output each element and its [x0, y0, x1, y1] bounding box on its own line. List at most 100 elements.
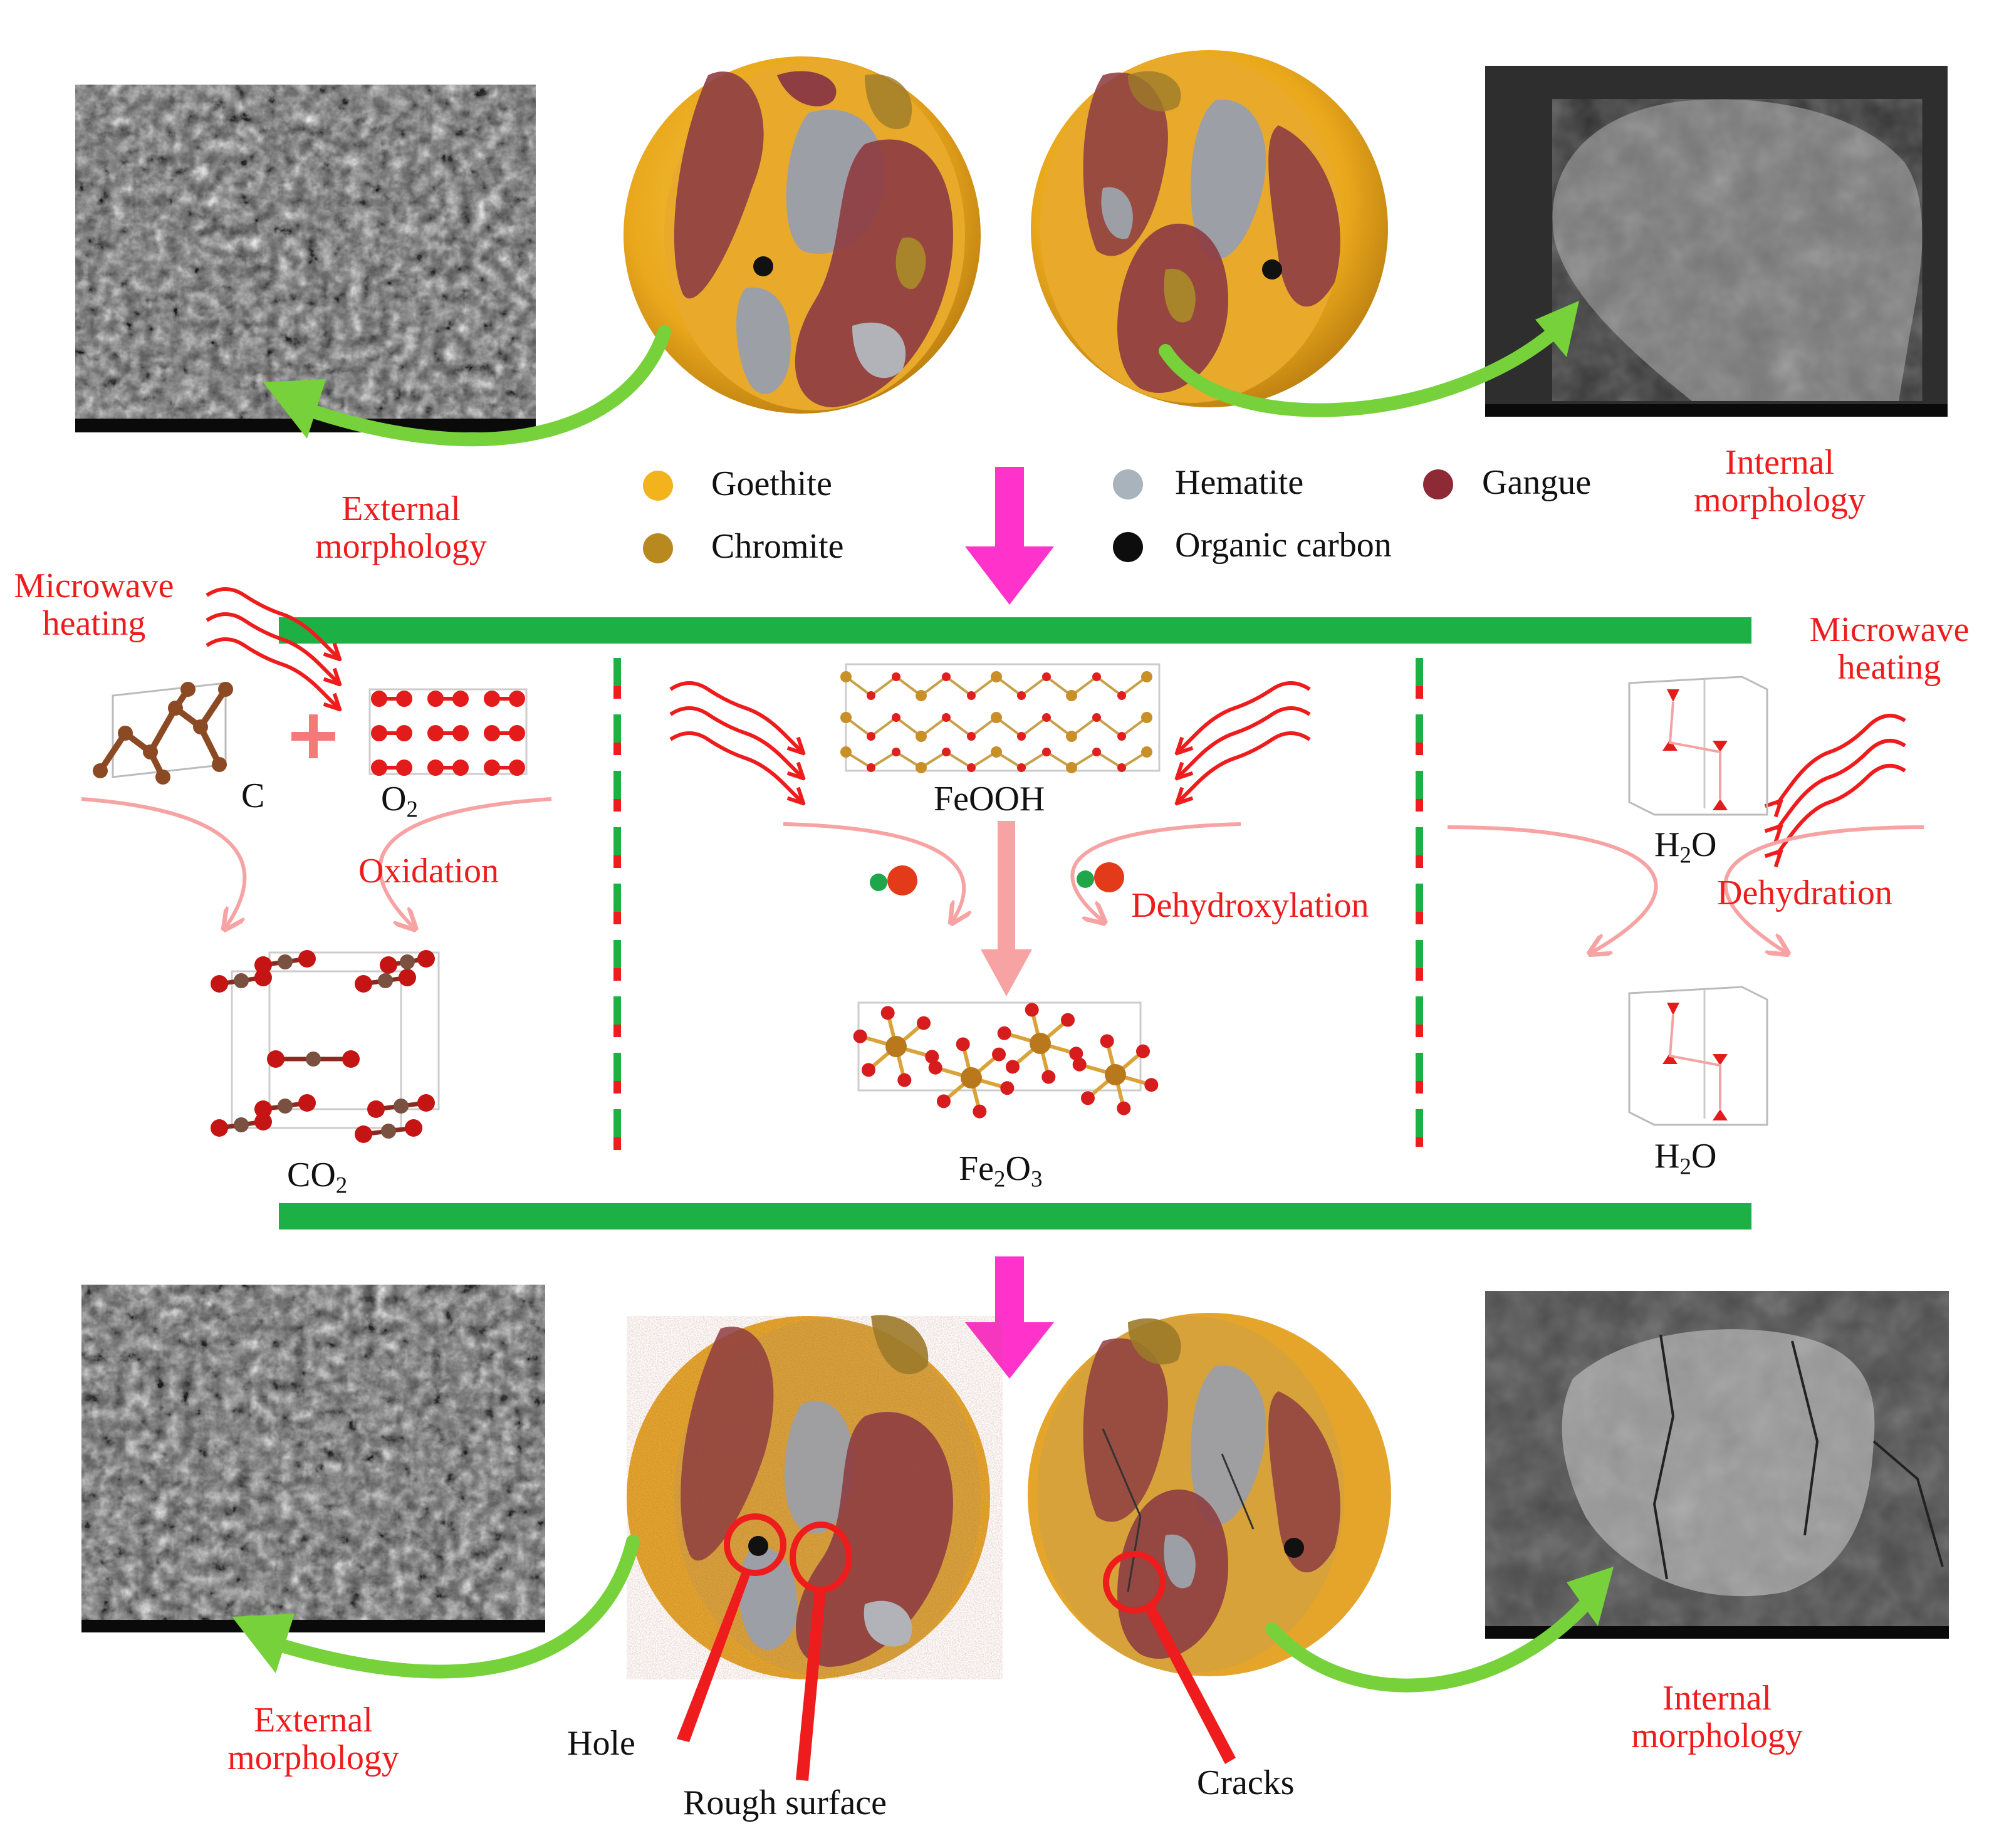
label-fe2o3-sub1: 2 — [994, 1166, 1006, 1192]
green-bar-bottom — [279, 1203, 1751, 1229]
top-external-label: External morphology — [315, 490, 487, 566]
feooh-atom — [1042, 672, 1051, 681]
feooh-atom — [1066, 762, 1077, 773]
plus-sign — [291, 714, 335, 758]
label-h2o-bottom-sub: 2 — [1679, 1153, 1691, 1179]
label-h2o-top-sub: 2 — [1679, 842, 1691, 868]
feooh-atom — [991, 746, 1002, 758]
fe2o3-iron-atom — [1030, 1033, 1051, 1054]
fe2o3-oxygen-atom — [1100, 1034, 1114, 1048]
legend-label-goethite: Goethite — [711, 464, 832, 503]
sem-image-top-internal — [1485, 66, 1948, 417]
fe2o3-oxygen-atom — [1069, 1047, 1083, 1061]
label-dehydration: Dehydration — [1717, 874, 1892, 912]
oh-molecule-right — [1077, 862, 1124, 892]
label-fe2o3-o: O — [1005, 1149, 1031, 1188]
label-fe2o3-sub2: 3 — [1030, 1166, 1043, 1192]
feooh-atom — [1092, 672, 1101, 681]
label-o2: O2 — [381, 780, 418, 821]
fe2o3-oxygen-atom — [936, 1094, 951, 1109]
feooh-atom — [1042, 748, 1051, 756]
label-o2-base: O — [381, 780, 407, 818]
legend-dot-goethite — [643, 471, 673, 501]
carbon-structure — [93, 682, 233, 785]
legend-label-chromite: Chromite — [711, 527, 844, 566]
curve-arrow-bottom-right — [1265, 1567, 1614, 1693]
feooh-atom — [967, 763, 976, 772]
label-h2o-top: H2O — [1654, 825, 1716, 868]
legend-dot-chromite — [643, 533, 673, 563]
feooh-atom — [1066, 690, 1077, 701]
legend-dot-hematite — [1113, 469, 1143, 499]
feooh-atom — [942, 748, 951, 756]
feooh-atom — [942, 713, 951, 722]
top-external-label-line1: External — [342, 489, 461, 528]
feooh-atom — [1017, 691, 1026, 700]
label-c: C — [241, 776, 265, 815]
feooh-atom — [840, 671, 852, 682]
label-hole: Hole — [567, 1724, 635, 1763]
fe2o3-iron-atom — [1105, 1064, 1126, 1085]
feooh-atom — [1117, 763, 1126, 772]
oxygen-structure — [368, 688, 528, 776]
feooh-atom — [867, 732, 875, 741]
feooh-atom — [967, 691, 976, 700]
fe2o3-oxygen-atom — [928, 1060, 942, 1075]
fe2o3-oxygen-atom — [1144, 1078, 1159, 1092]
fe2o3-oxygen-atom — [880, 1006, 895, 1020]
label-feooh: FeOOH — [934, 780, 1045, 818]
curve-arrow-bottom-left — [232, 1535, 640, 1679]
sem-image-top-external — [75, 85, 536, 432]
fe2o3-oxygen-atom — [853, 1029, 867, 1043]
feooh-atom — [916, 731, 927, 742]
label-h2o-top-h: H — [1654, 825, 1680, 864]
feooh-atom — [867, 691, 875, 700]
feooh-atom — [1117, 691, 1126, 700]
sem-image-bottom-external — [81, 1285, 545, 1632]
feooh-atom — [1017, 763, 1026, 772]
feooh-atom — [942, 672, 951, 681]
feooh-atom — [1017, 732, 1026, 741]
legend-label-hematite: Hematite — [1175, 463, 1304, 502]
microwave-waves-right — [1778, 714, 1906, 854]
feooh-atom — [892, 713, 900, 722]
feooh-atom — [1141, 712, 1152, 723]
pellet-top-left — [624, 56, 981, 414]
label-rough-surface: Rough surface — [683, 1783, 887, 1822]
pellet-bottom-right — [1028, 1313, 1391, 1764]
label-h2o-bottom: H2O — [1654, 1137, 1716, 1178]
feooh-atom — [916, 762, 927, 773]
label-o2-sub: 2 — [406, 796, 418, 822]
feooh-atom — [1092, 713, 1101, 722]
feooh-atom — [840, 712, 852, 723]
microwave-heating-right: Microwave heating — [1809, 611, 1969, 687]
feooh-to-fe2o3-arrow — [981, 821, 1032, 996]
label-oxidation: Oxidation — [358, 852, 499, 890]
curve-arrow-top-right — [1159, 301, 1579, 417]
reaction-curves — [81, 797, 1924, 953]
microwave-waves-mid-right — [1178, 681, 1311, 802]
fe2o3-oxygen-atom — [1000, 1081, 1015, 1095]
feooh-atom — [1141, 671, 1152, 682]
curve-arrow-top-left — [263, 325, 671, 447]
pellet-top-right — [1031, 50, 1388, 407]
fe2o3-oxygen-atom — [1072, 1057, 1087, 1072]
feooh-atom — [1117, 732, 1126, 741]
fe2o3-oxygen-atom — [1041, 1070, 1056, 1084]
bottom-external-label-line2: morphology — [227, 1738, 399, 1778]
feooh-atom — [1066, 731, 1077, 742]
microwave-heating-left: Microwave heating — [14, 567, 174, 643]
fe2o3-oxygen-atom — [861, 1063, 875, 1077]
feooh-atom — [892, 748, 900, 756]
bottom-internal-label-line1: Internal — [1662, 1679, 1772, 1718]
fe2o3-oxygen-atom — [1117, 1101, 1131, 1115]
fe2o3-oxygen-atom — [1061, 1013, 1075, 1027]
fe2o3-structure — [853, 1001, 1159, 1119]
fe2o3-iron-atom — [885, 1036, 907, 1057]
co2-structure — [211, 950, 440, 1143]
microwave-heating-left-line2: heating — [42, 604, 146, 644]
legend-label-organic-carbon: Organic carbon — [1175, 526, 1392, 565]
fe2o3-oxygen-atom — [997, 1026, 1011, 1040]
label-cracks: Cracks — [1197, 1763, 1295, 1802]
top-internal-label: Internal morphology — [1694, 444, 1866, 519]
